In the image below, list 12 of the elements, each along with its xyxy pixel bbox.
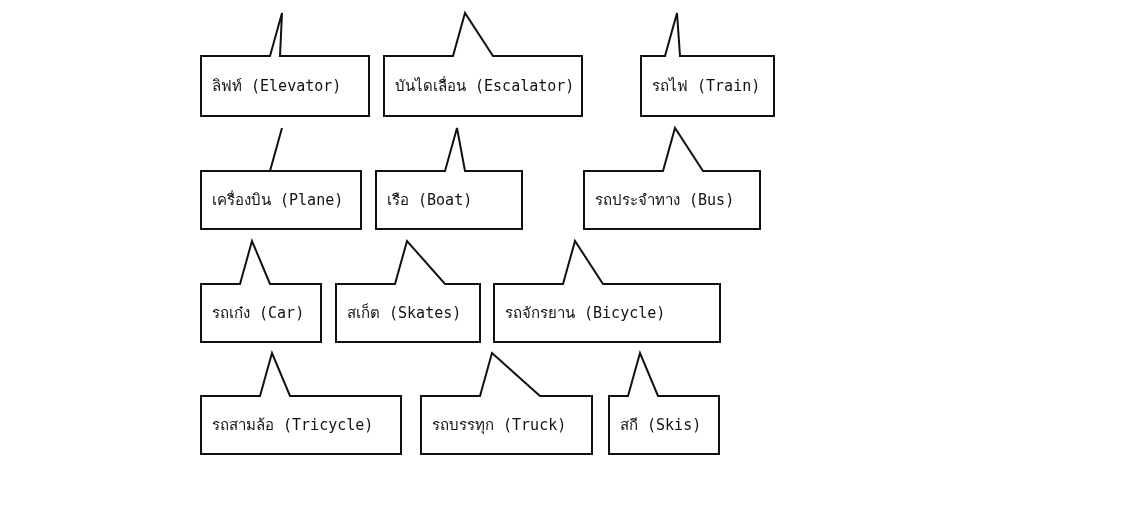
bubble-label: รถประจำทาง (Bus) xyxy=(595,190,735,211)
bubble-label: เรือ (Boat) xyxy=(387,190,473,211)
bubble-label: รถสามล้อ (Tricycle) xyxy=(212,415,374,436)
bubble-label: ลิฟท์ (Elevator) xyxy=(212,76,342,97)
bubble-label: รถเก๋ง (Car) xyxy=(212,303,305,324)
bubble-label: สเก็ต (Skates) xyxy=(347,302,462,324)
bubble-label: รถจักรยาน (Bicycle) xyxy=(505,303,666,324)
bubble-label: รถไฟ (Train) xyxy=(652,76,761,97)
bubble-label: เครื่องบิน (Plane) xyxy=(212,189,344,211)
bubble-label: รถบรรทุก (Truck) xyxy=(432,415,567,437)
bubble-label: บันไดเลื่อน (Escalator) xyxy=(395,75,575,97)
bubble-label: สกี (Skis) xyxy=(620,415,702,436)
